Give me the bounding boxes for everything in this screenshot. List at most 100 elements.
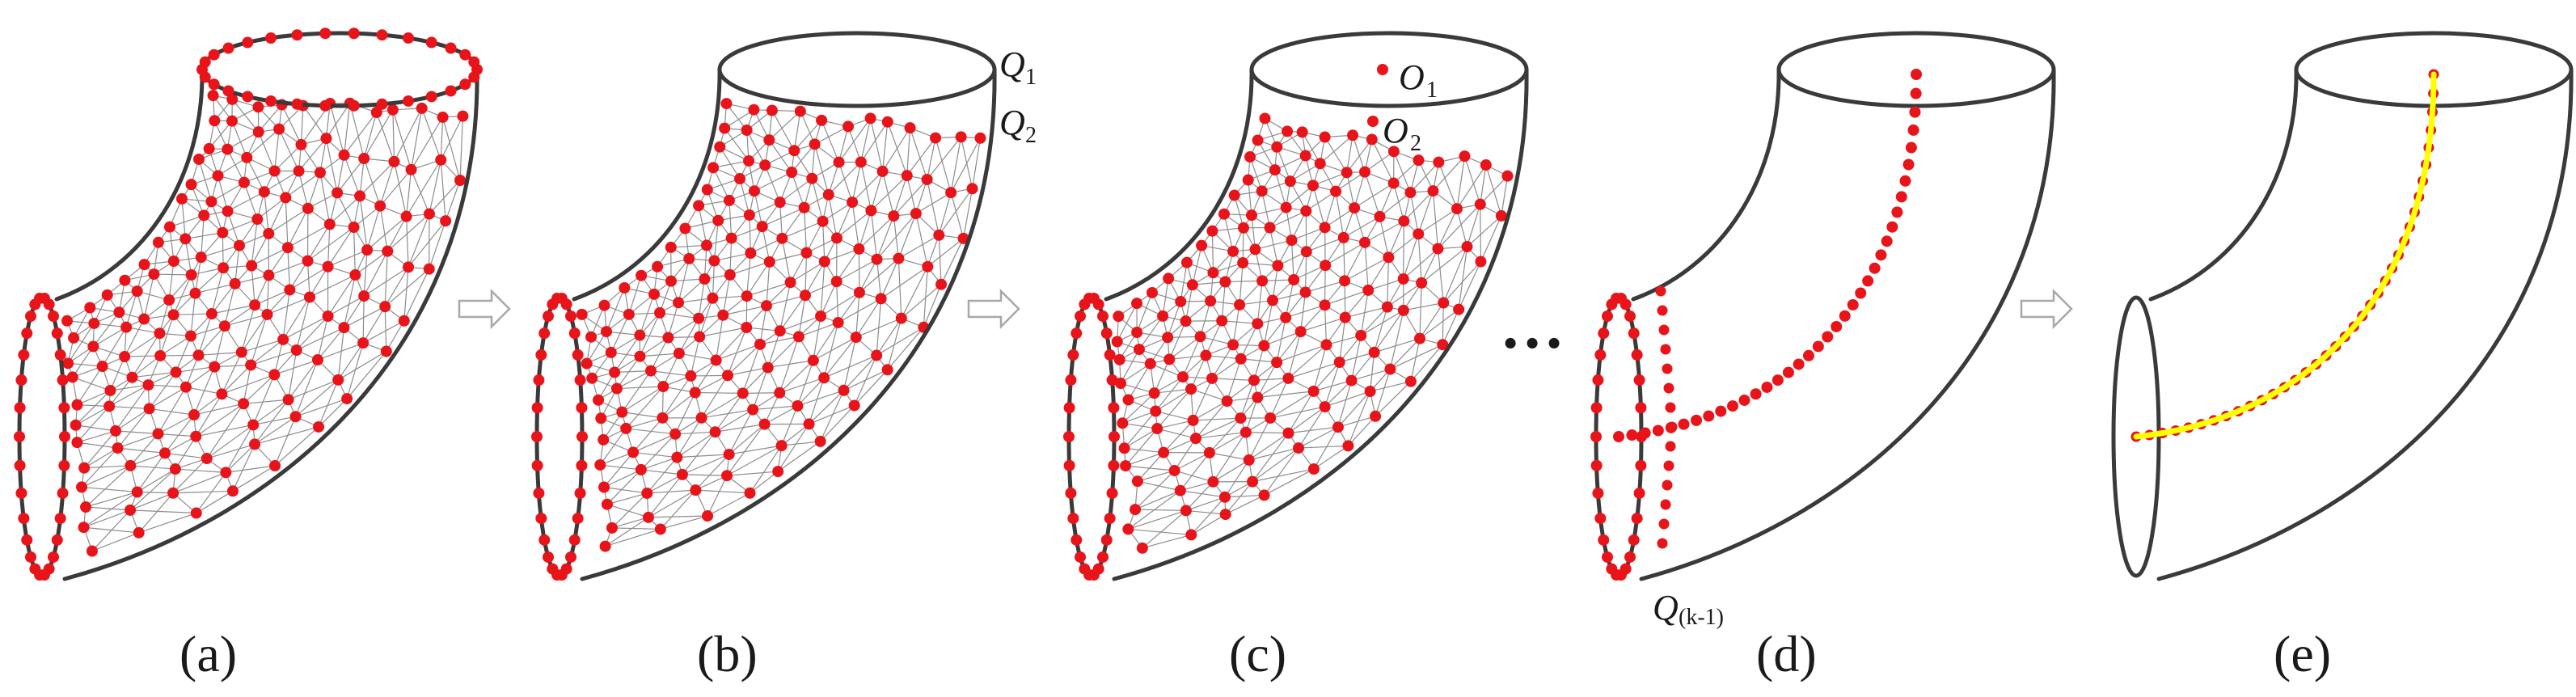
mesh-vertex	[904, 122, 916, 134]
fitted-centerline	[2133, 71, 2437, 440]
mesh-edge	[646, 457, 678, 494]
mesh-edge	[897, 258, 902, 319]
boundary-vertex	[1075, 551, 1086, 563]
boundary-vertex	[535, 348, 547, 361]
mesh-vertex	[865, 205, 877, 217]
mesh-vertex	[268, 369, 281, 381]
mesh-vertex	[800, 247, 813, 259]
mesh-edge	[1290, 240, 1294, 281]
mesh-edge	[234, 274, 269, 285]
mesh-edge	[762, 226, 771, 262]
pipe-inner-edge	[1631, 67, 1781, 302]
mesh-edge	[445, 180, 461, 222]
mesh-vertex	[218, 320, 230, 332]
boundary-vertex	[58, 402, 70, 414]
mesh-edge	[329, 103, 345, 155]
boundary-vertex	[445, 42, 457, 54]
mesh-vertex	[62, 357, 74, 370]
mesh-edge	[1371, 139, 1395, 184]
mesh-edge	[193, 393, 222, 416]
mesh-edge	[779, 360, 814, 394]
mesh-edge	[254, 399, 289, 445]
mesh-edge	[319, 138, 327, 173]
mesh-edge	[927, 136, 962, 180]
mesh-vertex	[1474, 198, 1486, 210]
mesh-vertex	[701, 184, 713, 196]
mesh-edge	[898, 234, 940, 260]
mesh-edge	[838, 298, 881, 323]
mesh-vertex	[195, 251, 207, 264]
mesh-edge	[307, 224, 331, 261]
mesh-edge	[1417, 234, 1422, 283]
annotation-o1: O 1	[1399, 57, 1438, 103]
mesh-vertex	[184, 330, 196, 342]
mesh-edge	[1157, 428, 1197, 439]
mesh-vertex	[774, 196, 786, 209]
mesh-edge	[1269, 378, 1289, 419]
mesh-edge	[650, 370, 691, 377]
boundary-vertex	[538, 327, 551, 340]
mesh-edge	[767, 336, 800, 369]
mesh-vertex	[152, 236, 164, 248]
mesh-vertex	[247, 419, 260, 431]
centroid-point	[1822, 331, 1834, 343]
mesh-vertex	[222, 143, 234, 155]
mesh-edge	[1389, 338, 1421, 370]
mesh-vertex	[222, 205, 234, 218]
mesh-edge	[1193, 417, 1241, 421]
mesh-edge	[950, 137, 982, 193]
mesh-vertex	[1185, 529, 1197, 541]
mesh-edge	[870, 175, 908, 211]
boundary-vertex	[459, 49, 471, 61]
mesh-edge	[1190, 388, 1227, 402]
centroid-point	[1738, 394, 1750, 406]
mesh-edge	[1417, 208, 1458, 234]
mesh-edge	[603, 486, 648, 494]
mesh-edge	[690, 374, 728, 377]
mesh-edge	[241, 339, 284, 353]
mesh-edge	[1239, 263, 1244, 305]
mesh-edge	[1305, 191, 1337, 212]
boundary-vertex	[1063, 402, 1075, 414]
mesh-vertex	[400, 210, 412, 222]
boundary-vertex	[25, 551, 36, 563]
mesh-vertex	[175, 192, 188, 205]
mesh-edge	[1352, 135, 1366, 172]
mesh-vertex	[1239, 426, 1252, 438]
mesh-edge	[1180, 490, 1226, 498]
mesh-edge	[129, 468, 176, 511]
mesh-edge	[243, 374, 275, 404]
mesh-edge	[838, 126, 849, 163]
centroid-point	[1902, 158, 1915, 171]
mesh-vertex	[707, 162, 720, 174]
mesh-edge	[1276, 344, 1327, 363]
mesh-edge	[67, 323, 95, 364]
mesh-edge	[1240, 323, 1258, 360]
mesh-vertex	[693, 200, 705, 212]
mesh-edge	[124, 319, 145, 357]
mesh-edge	[707, 475, 728, 517]
svg-text:(k-1): (k-1)	[1679, 605, 1724, 630]
mesh-edge	[1339, 317, 1346, 363]
mesh-vertex	[1282, 125, 1294, 137]
mesh-edge	[222, 374, 275, 395]
mesh-edge	[1212, 432, 1247, 483]
mesh-edge	[211, 304, 255, 315]
mesh-edge	[411, 169, 430, 214]
mesh-edge	[1274, 169, 1287, 208]
mesh-vertex	[699, 273, 711, 285]
mesh-edge	[336, 158, 365, 193]
mesh-vertex	[1286, 234, 1298, 247]
mesh-vertex	[1397, 304, 1409, 316]
mesh-edge	[384, 267, 409, 307]
mesh-edge	[1193, 378, 1213, 421]
mesh-edge	[253, 416, 296, 426]
mesh-vertex	[1186, 279, 1198, 291]
mesh-edge	[363, 266, 409, 297]
mesh-vertex	[87, 340, 99, 353]
mesh-vertex	[847, 196, 859, 209]
pipe-body	[1633, 70, 2054, 579]
mesh-vertex	[1203, 446, 1215, 458]
mesh-edge	[791, 171, 805, 208]
mesh-edge	[938, 188, 973, 236]
